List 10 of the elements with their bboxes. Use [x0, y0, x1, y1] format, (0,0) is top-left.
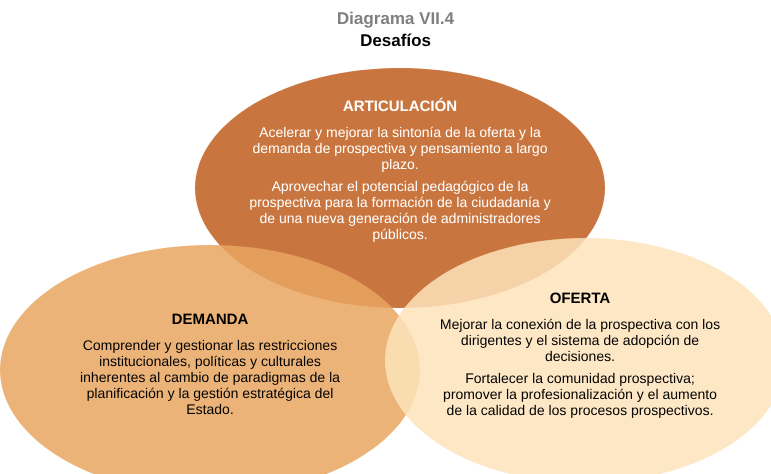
ellipse-text: Fortalecer la comunidad prospectiva; promover la profesionalización y el aumento de la calidad de los procesos prospectivos. [442, 370, 718, 418]
ellipse-heading: OFERTA [550, 290, 610, 308]
ellipse-text: Comprender y gestionar las restricciones institucionales, políticas y culturales inherentes al cambio de paradigmas de la planificación y la gestión estratégica del Estado. [79, 337, 341, 417]
ellipse-text: Acelerar y mejorar la sintonía de la oferta y la demanda de prospectiva y pensamiento a largo plazo. [252, 124, 548, 172]
subtitle-text: Desafíos [360, 30, 431, 52]
diagram-number: Diagrama VII.4 [336, 8, 454, 30]
ellipse-heading: ARTICULACIÓN [342, 98, 458, 116]
ellipse-heading: DEMANDA [172, 311, 248, 329]
ellipse-text: Mejorar la conexión de la prospectiva con los dirigentes y el sistema de adopción de decisiones. [438, 316, 722, 364]
ellipse-text: Aprovechar el potencial pedagógico de la prospectiva para la formación de la ciudadanía y de una nueva generación de administradores públicos. [248, 178, 552, 242]
